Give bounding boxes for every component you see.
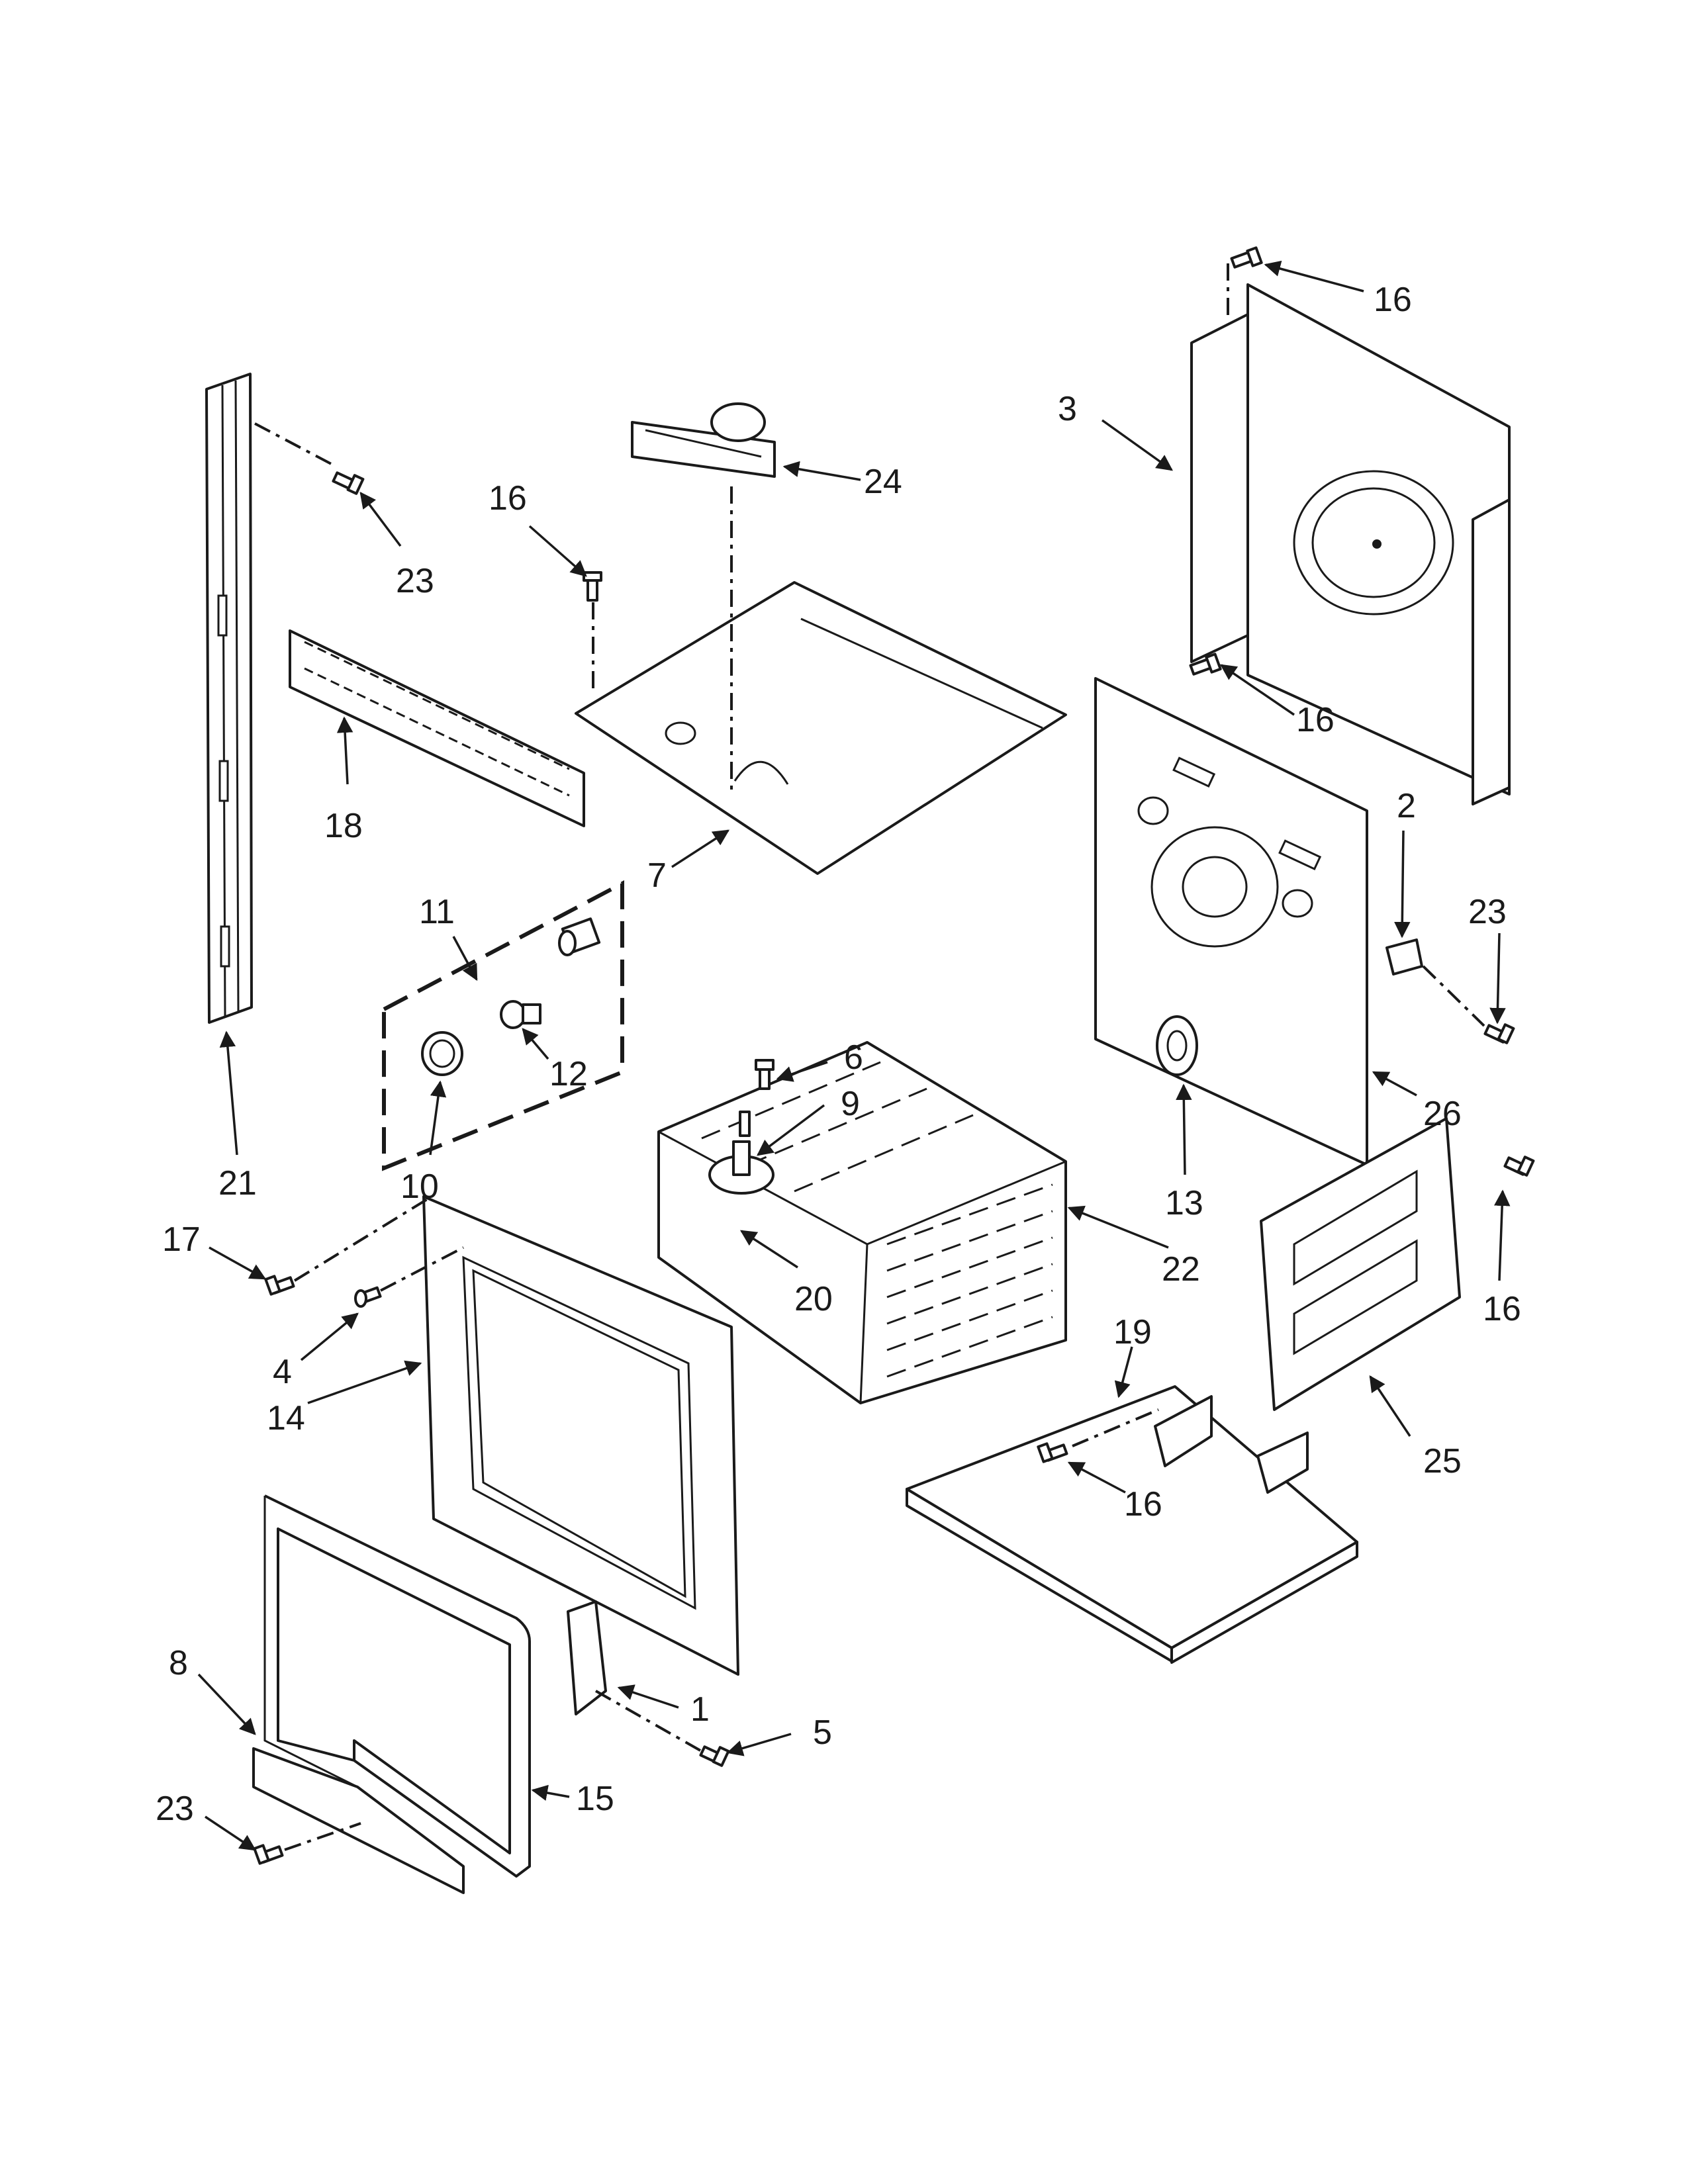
part-connector <box>558 917 601 956</box>
screw-16-right <box>1189 653 1222 676</box>
screw-23-right <box>1483 1023 1515 1044</box>
callout-1: 1 <box>690 1690 710 1729</box>
callout-8: 8 <box>169 1644 188 1682</box>
callout-24: 24 <box>864 463 902 501</box>
part-inner-rear-panel <box>1094 677 1368 1166</box>
part-plug <box>500 1000 541 1029</box>
screw-4 <box>354 1286 382 1308</box>
callout-2: 2 <box>1397 787 1416 825</box>
callout-9: 9 <box>841 1085 860 1123</box>
part-door-gasket <box>263 1494 531 1878</box>
part-vent-trim-bar <box>289 629 585 827</box>
screw-16-top <box>1230 246 1263 269</box>
callout-19: 19 <box>1113 1313 1152 1351</box>
callout-16: 16 <box>1296 701 1335 739</box>
callout-labels: 16 3 24 16 23 18 7 16 2 23 11 12 10 6 9 … <box>156 281 1521 1828</box>
callout-4: 4 <box>273 1353 292 1391</box>
callout-18: 18 <box>324 807 363 845</box>
callout-20: 20 <box>794 1280 833 1318</box>
part-front-frame <box>422 1195 739 1676</box>
callout-16: 16 <box>489 479 527 518</box>
part-top-panel <box>575 581 1067 875</box>
callout-23: 23 <box>1468 893 1507 931</box>
callout-23: 23 <box>156 1790 194 1828</box>
callout-3: 3 <box>1058 390 1077 428</box>
part-side-trim-strip <box>205 373 253 1024</box>
screw-23-lower <box>253 1844 284 1865</box>
part-knob <box>421 1031 463 1076</box>
screw-6 <box>755 1059 774 1090</box>
callout-5: 5 <box>813 1713 832 1752</box>
parts-group-box <box>382 880 624 1171</box>
callout-6: 6 <box>844 1038 863 1077</box>
part-oven-cavity <box>657 1041 1067 1404</box>
callout-23: 23 <box>396 562 434 600</box>
callout-12: 12 <box>549 1055 588 1093</box>
screw-16-tray <box>1037 1442 1068 1463</box>
screw-17 <box>264 1275 295 1296</box>
callout-11: 11 <box>419 893 455 931</box>
callout-15: 15 <box>576 1780 614 1818</box>
assembly-lines <box>254 263 1485 1851</box>
part-small-bracket <box>1385 938 1423 976</box>
part-sensor <box>1156 1015 1198 1076</box>
part-element-assembly <box>708 1111 774 1195</box>
part-rear-panel <box>1190 283 1511 805</box>
screw-parts <box>253 246 1535 1865</box>
callout-10: 10 <box>400 1167 439 1206</box>
callout-13: 13 <box>1165 1184 1203 1222</box>
callout-17: 17 <box>162 1220 201 1259</box>
leader-arrows <box>197 260 1511 1851</box>
screw-16-mid <box>583 571 602 602</box>
callout-16: 16 <box>1483 1290 1521 1328</box>
part-hinge-bracket <box>567 1600 607 1715</box>
callout-14: 14 <box>267 1399 305 1437</box>
screw-5 <box>699 1745 730 1767</box>
callout-25: 25 <box>1423 1442 1462 1480</box>
callout-16: 16 <box>1374 281 1412 319</box>
callout-21: 21 <box>218 1164 257 1203</box>
vent-slots <box>304 641 570 797</box>
part-side-panel <box>1260 1117 1461 1411</box>
part-bottom-tray <box>906 1385 1358 1664</box>
part-bottom-trim <box>252 1747 465 1894</box>
callout-7: 7 <box>647 856 667 895</box>
callout-26: 26 <box>1423 1095 1462 1133</box>
callout-16: 16 <box>1124 1485 1162 1524</box>
part-motor-bracket <box>631 402 776 478</box>
rack-supports <box>886 1183 1053 1378</box>
screw-23-upper <box>332 471 365 495</box>
callout-22: 22 <box>1162 1250 1200 1289</box>
screw-16-side <box>1503 1156 1535 1177</box>
top-seams <box>701 1061 974 1193</box>
